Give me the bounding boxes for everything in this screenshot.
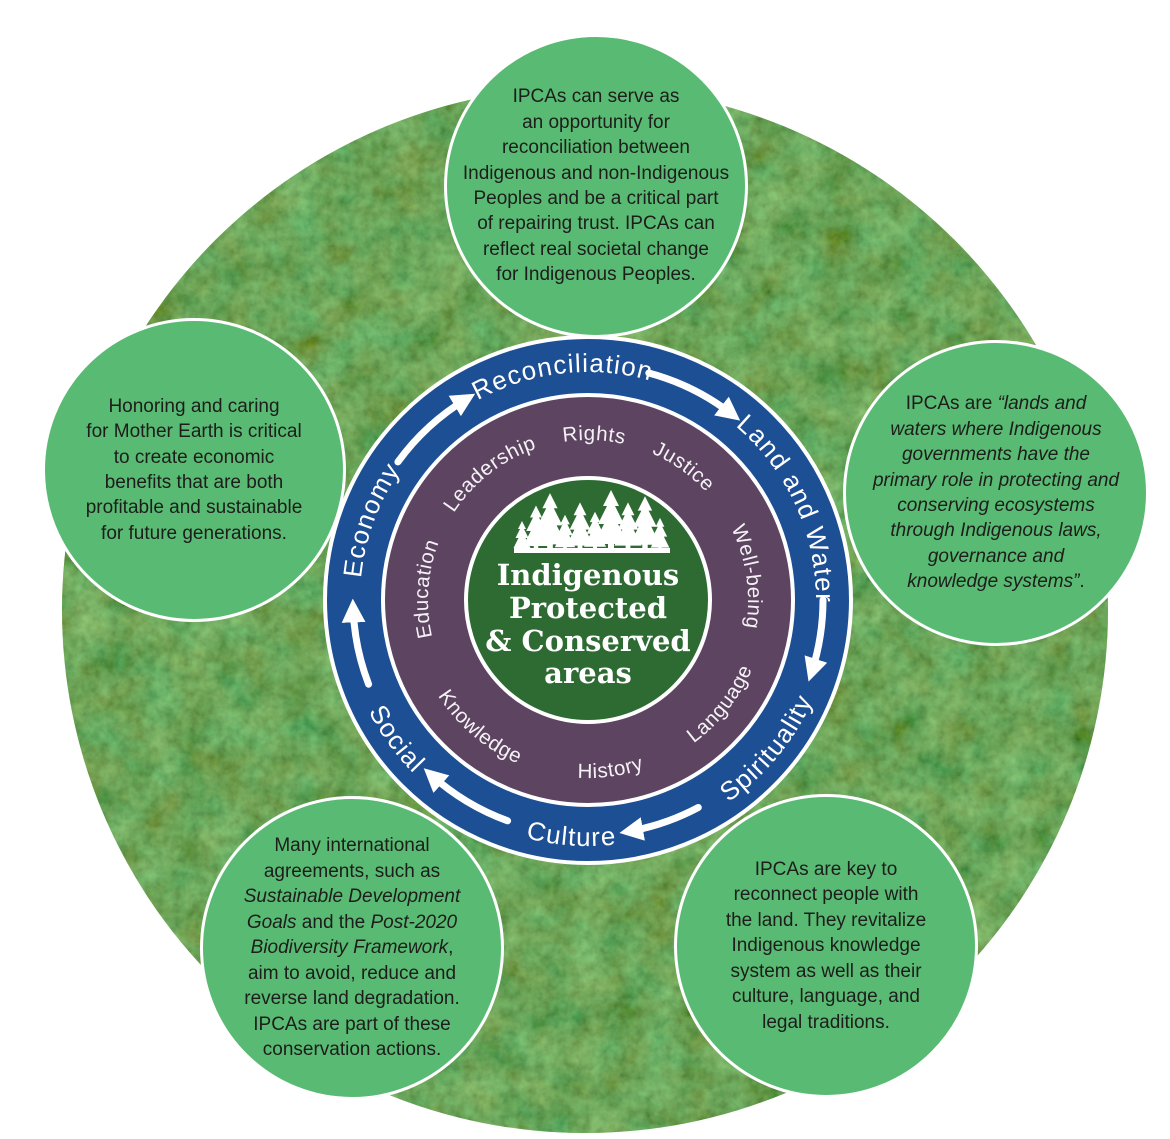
purple-ring-label-rights: Rights — [561, 422, 628, 449]
clockwise-flow-arrows — [341, 369, 828, 841]
info-circle-agreements: Many international agreements, such as S… — [200, 796, 504, 1100]
info-circle-culture: IPCAs are key to reconnect people with t… — [674, 794, 978, 1098]
info-circle-economy: Honoring and caring for Mother Earth is … — [42, 318, 346, 622]
info-circle-definition: IPCAs are “lands and waters where Indige… — [843, 340, 1149, 646]
info-circle-reconciliation: IPCAs can serve as an opportunity for re… — [444, 34, 748, 338]
ring-diagram: Reconciliation Land and Water Economy Sp… — [323, 335, 853, 865]
center-title-line-2: Protected — [509, 591, 667, 625]
arrow-reconciliation-to-landwater — [645, 369, 741, 421]
arrow-culture-to-social — [423, 768, 512, 825]
arrow-spirituality-to-culture — [619, 804, 702, 841]
center-title-line-4: areas — [544, 656, 632, 690]
arrow-economy-to-reconciliation — [394, 393, 476, 466]
info-text-reconciliation: IPCAs can serve as an opportunity for re… — [462, 86, 730, 286]
info-text-definition: IPCAs are “lands and waters where Indige… — [872, 393, 1120, 593]
arrow-landwater-to-spirituality — [804, 596, 828, 682]
info-text-economy: Honoring and caring for Mother Earth is … — [85, 395, 303, 544]
info-text-culture: IPCAs are key to reconnect people with t… — [725, 858, 927, 1033]
center-title-line-1: Indigenous — [497, 558, 680, 592]
pine-trees-icon — [513, 490, 670, 553]
center-title-line-3: & Conserved — [485, 624, 690, 658]
arrow-social-to-economy — [341, 598, 373, 688]
info-text-agreements: Many international agreements, such as S… — [243, 835, 461, 1061]
